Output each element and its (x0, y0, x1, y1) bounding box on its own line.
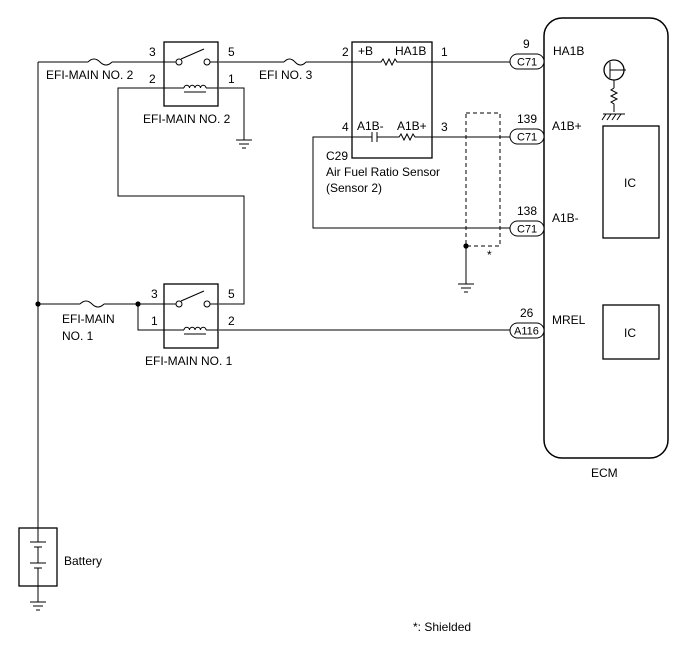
sensor-terminal-a1b-plus: A1B+ (397, 119, 427, 133)
sensor-pin1: 1 (441, 45, 448, 59)
relay2-pin5: 5 (228, 45, 235, 59)
wire-a1b-minus (312, 136, 510, 229)
sensor-name-line1: Air Fuel Ratio Sensor (326, 165, 440, 179)
sensor-terminal-plus-b: +B (358, 44, 373, 58)
fuse-efi-no3-label: EFI NO. 3 (259, 68, 313, 82)
junction-dot (35, 301, 41, 307)
battery-symbol (18, 527, 58, 587)
fuse-efi-main-no2-label: EFI-MAIN NO. 2 (46, 68, 134, 82)
relay2-label: EFI-MAIN NO. 2 (143, 112, 231, 126)
ecm-ic-label: IC (624, 176, 636, 190)
connector-badge-c71-9: C71 (509, 53, 545, 70)
relay1-pin5: 5 (228, 287, 235, 301)
relay-switch-contact (180, 48, 205, 60)
sensor-terminal-a1b-minus: A1B- (357, 119, 384, 133)
wire-relay2-coil-ground (219, 87, 245, 140)
relay-efi-main-no1 (163, 283, 219, 349)
wire-relay1-coil-supply (137, 304, 176, 331)
sensor-terminal-ha1b: HA1B (395, 44, 426, 58)
ecm-terminal-ha1b: HA1B (553, 44, 584, 58)
ground-symbol-shield (458, 283, 474, 293)
ecm-ic-block (602, 125, 660, 239)
shield-junction-dot (463, 243, 469, 249)
ground-symbol-battery (30, 586, 46, 611)
air-fuel-ratio-sensor (351, 41, 433, 159)
relay-coil-symbol (183, 84, 207, 89)
relay2-pin3: 3 (149, 45, 156, 59)
relay-coil-symbol (183, 326, 207, 331)
ecm-pin-139: 139 (517, 112, 537, 126)
sensor-code: C29 (326, 149, 348, 163)
ecm-ic2-label: IC (624, 326, 636, 340)
connector-code: C71 (517, 132, 537, 144)
fuse-efi-main-symbol (79, 300, 105, 308)
relay1-label: EFI-MAIN NO. 1 (145, 354, 233, 368)
relay-switch-contact (180, 290, 205, 302)
ecm-ic2-block (602, 304, 660, 360)
connector-code: C71 (517, 57, 537, 69)
sensor-pin2: 2 (342, 45, 349, 59)
relay1-pin3: 3 (151, 287, 158, 301)
fuse-efi-main-label-line1: EFI-MAIN (62, 312, 115, 326)
wire-relay2-coil-to-relay1 (117, 87, 245, 305)
sensor-element-symbol (352, 132, 432, 142)
ecm-label: ECM (591, 466, 618, 480)
shield-footnote: *: Shielded (413, 620, 471, 634)
ecm-pin-138: 138 (517, 204, 537, 218)
connector-code: C71 (517, 224, 537, 236)
transistor-symbol (601, 59, 626, 121)
sensor-name-line2: (Sensor 2) (326, 181, 382, 195)
heater-resistor-symbol (352, 57, 432, 67)
fuse-efi-main-label-line2: NO. 1 (62, 329, 94, 343)
relay2-pin1: 1 (228, 72, 235, 86)
connector-badge-a116-26: A116 (509, 322, 545, 339)
ecm-pin-26: 26 (520, 306, 534, 320)
sensor-pin4: 4 (342, 120, 349, 134)
relay1-pin2: 2 (228, 314, 235, 328)
relay-efi-main-no2 (163, 41, 219, 107)
ecm-terminal-a1b-plus: A1B+ (552, 119, 582, 133)
shield-outline (465, 112, 501, 247)
shield-marker: * (487, 248, 492, 262)
relay2-pin2: 2 (149, 72, 156, 86)
relay1-pin1: 1 (151, 314, 158, 328)
connector-badge-c71-138: C71 (509, 220, 545, 237)
sensor-pin3: 3 (441, 120, 448, 134)
connector-badge-c71-139: C71 (509, 128, 545, 145)
ecm-terminal-a1b-minus: A1B- (552, 211, 579, 225)
ecm-terminal-mrel: MREL (552, 313, 586, 327)
battery-label: Battery (64, 554, 102, 568)
ecm-pin-9: 9 (523, 37, 530, 51)
fuse-efi-main-no2-symbol (87, 58, 113, 66)
fuse-efi-no3-symbol (283, 58, 307, 66)
connector-code: A116 (514, 326, 539, 338)
ground-symbol-relay2 (236, 139, 252, 149)
junction-dot (135, 301, 141, 307)
